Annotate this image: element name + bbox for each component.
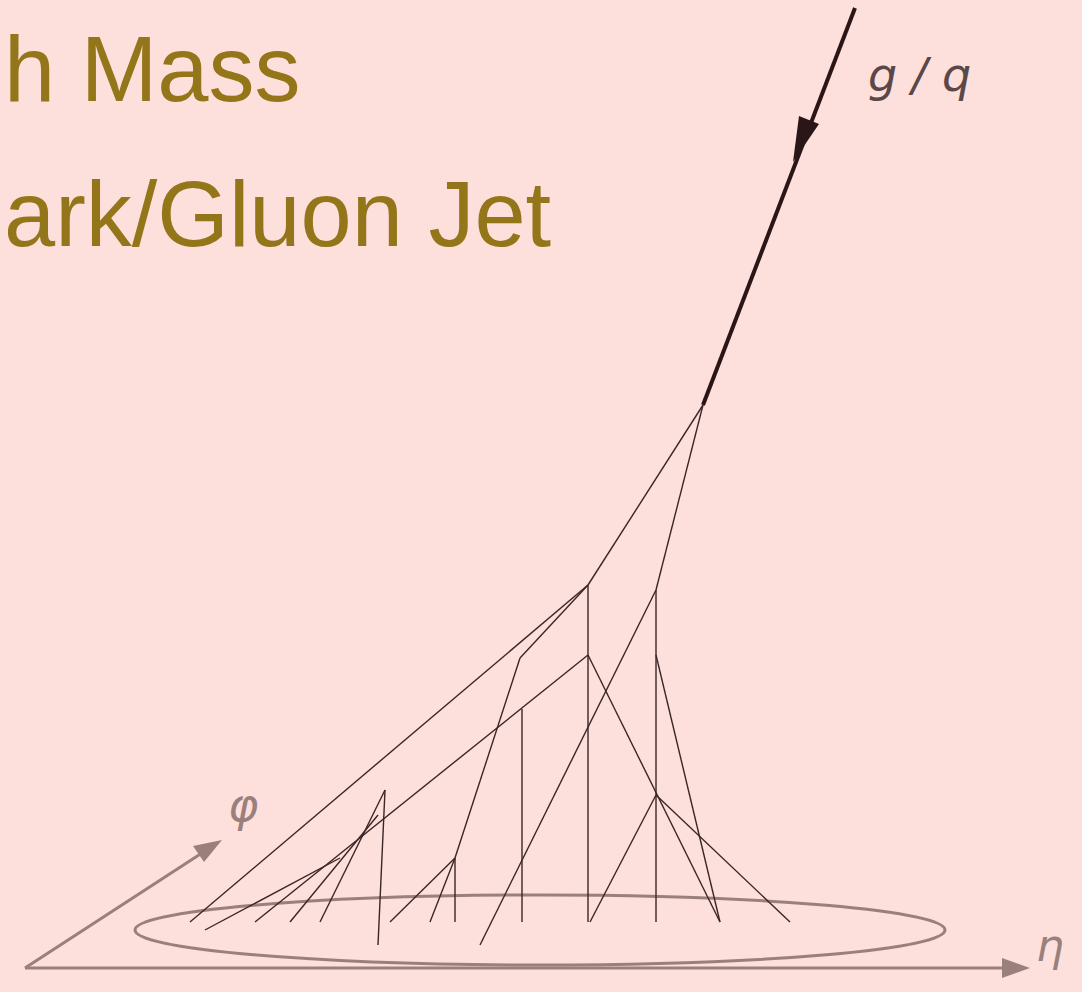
eta-arrowhead: [1002, 958, 1030, 978]
axis-label: η: [1036, 920, 1064, 971]
parton-line: [703, 8, 855, 405]
axis-label: φ: [228, 778, 258, 832]
parton-arrowhead: [793, 116, 819, 162]
parton-label: g / q: [868, 48, 971, 102]
slide-title: h Mass ark/Gluon Jet: [4, 0, 644, 287]
phi-arrowhead: [193, 840, 222, 862]
shower-tree: [190, 405, 790, 945]
